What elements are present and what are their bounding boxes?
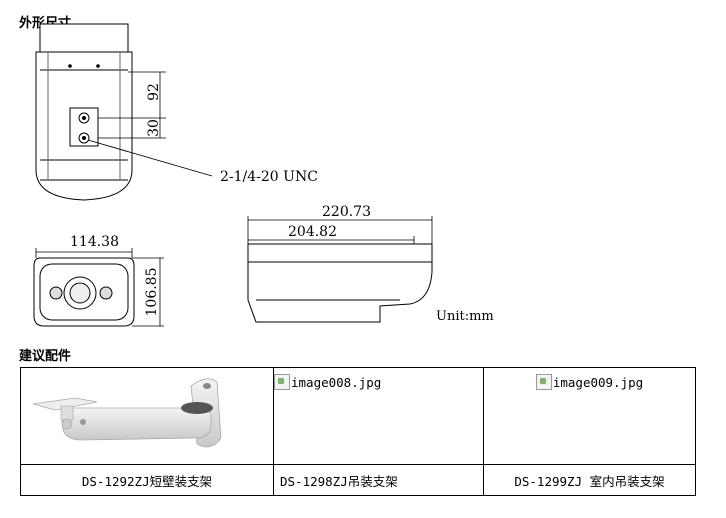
accessory-caption: DS-1292ZJ短壁装支架 bbox=[20, 464, 274, 496]
top-view bbox=[35, 23, 213, 201]
side-view bbox=[247, 216, 433, 323]
caption-row: DS-1292ZJ短壁装支架 DS-1298ZJ吊装支架 DS-1299ZJ 室… bbox=[20, 464, 696, 496]
broken-image: image008.jpg bbox=[274, 374, 381, 390]
accessories-heading: 建议配件 bbox=[19, 349, 72, 364]
image-alt-text: image008.jpg bbox=[291, 374, 382, 390]
mount-thread-label: 2-1/4-20 UNC bbox=[220, 169, 318, 185]
accessory-image-cell: image009.jpg bbox=[483, 367, 696, 465]
broken-image-icon bbox=[274, 374, 290, 390]
image-row: image008.jpg image009.jpg bbox=[20, 367, 696, 465]
accessory-image-cell: image008.jpg bbox=[273, 367, 484, 465]
accessory-image-cell bbox=[20, 367, 274, 465]
accessory-caption: DS-1299ZJ 室内吊装支架 bbox=[483, 464, 696, 496]
image-alt-text: image009.jpg bbox=[552, 374, 644, 390]
accessory-caption: DS-1298ZJ吊装支架 bbox=[273, 464, 484, 496]
broken-image-icon bbox=[535, 374, 552, 390]
accessories-table: image008.jpg image009.jpg DS-1292ZJ短壁装支架… bbox=[20, 367, 696, 496]
dim-total-length-label: 220.73 bbox=[322, 204, 371, 220]
dim-92-label: 92 bbox=[146, 83, 162, 101]
dim-width-label: 114.38 bbox=[70, 234, 119, 250]
broken-image: image009.jpg bbox=[535, 374, 644, 390]
front-view bbox=[33, 248, 164, 327]
unit-label: Unit:mm bbox=[436, 309, 494, 324]
dim-height-label: 106.85 bbox=[144, 268, 160, 317]
wall-bracket-image bbox=[32, 378, 222, 448]
dim-30-label: 30 bbox=[146, 119, 162, 137]
dimension-drawing: 92 30 2-1/4-20 UNC 114.38 106.85 220.73 … bbox=[33, 23, 494, 327]
dim-inner-length-label: 204.82 bbox=[288, 224, 337, 240]
